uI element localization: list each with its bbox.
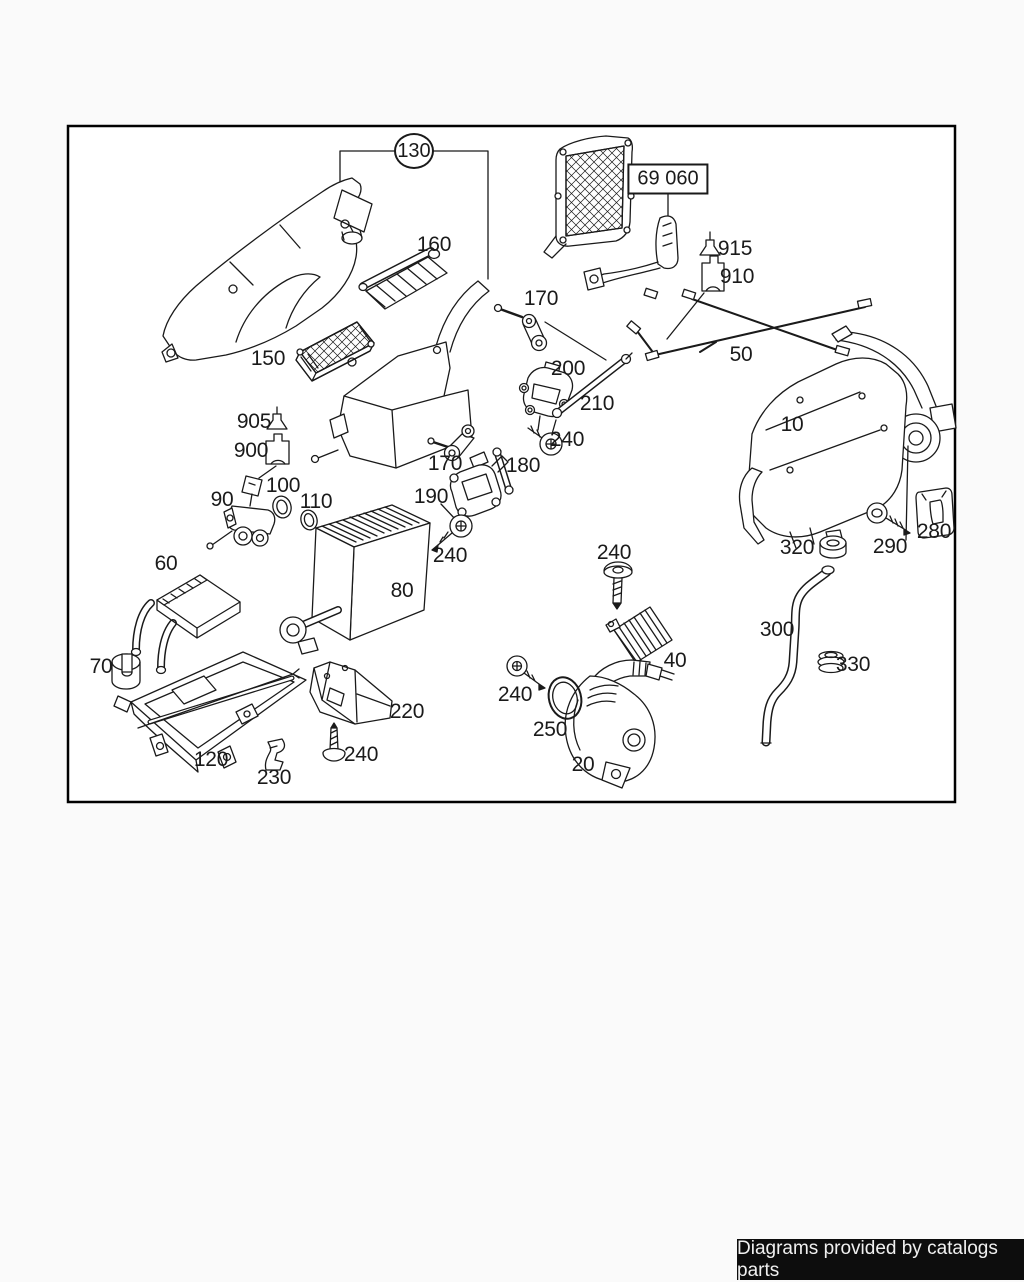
lever-170-bottom (427, 424, 475, 462)
actuator-190 (440, 451, 509, 521)
filter-150 (295, 321, 375, 382)
clip-housing-910-icon (701, 255, 725, 292)
oring-110 (300, 509, 318, 531)
regulator-40 (605, 606, 673, 664)
screw-240-d (506, 655, 546, 691)
clip-230 (264, 738, 286, 771)
lower-housing-120 (113, 651, 307, 773)
defroster-duct-left (161, 177, 373, 363)
link-rod-210 (551, 352, 633, 419)
evaporator-80 (279, 504, 431, 655)
screw-290 (866, 502, 911, 536)
cover-220 (309, 661, 393, 725)
valve-90 (206, 475, 276, 550)
push-pin-905-icon (266, 406, 288, 430)
net-panel (543, 135, 635, 259)
screw-240-e (322, 722, 346, 762)
leader-900 (258, 465, 277, 479)
clip-housing-900-icon (265, 433, 290, 465)
vent-grille-160 (358, 247, 448, 310)
screw-240-c (603, 561, 633, 610)
screw-240-a (527, 425, 563, 456)
footer-credit-text: Diagrams provided by catalogs parts (737, 1237, 998, 1281)
push-pin-915-icon (699, 231, 721, 256)
lever-170-top (493, 303, 607, 361)
bracket-69060 (583, 215, 679, 291)
oring-100 (272, 495, 292, 519)
seal-ring-250 (547, 676, 583, 720)
clamp-70 (111, 653, 141, 690)
screw-240-b (431, 514, 473, 553)
center-duct (310, 280, 490, 469)
heater-core-60 (130, 574, 241, 675)
bracket-280 (915, 487, 955, 539)
footer-credit-bar: Diagrams provided by catalogs parts (737, 1237, 1024, 1281)
grommet-330 (817, 650, 845, 674)
clamp-320 (819, 529, 847, 559)
group-130-bracket-lines (339, 150, 489, 280)
heater-housing-10 (738, 325, 957, 549)
drain-hose-300 (760, 565, 835, 747)
wiring-harness-50 (626, 287, 873, 362)
blower-motor-20 (564, 659, 675, 789)
